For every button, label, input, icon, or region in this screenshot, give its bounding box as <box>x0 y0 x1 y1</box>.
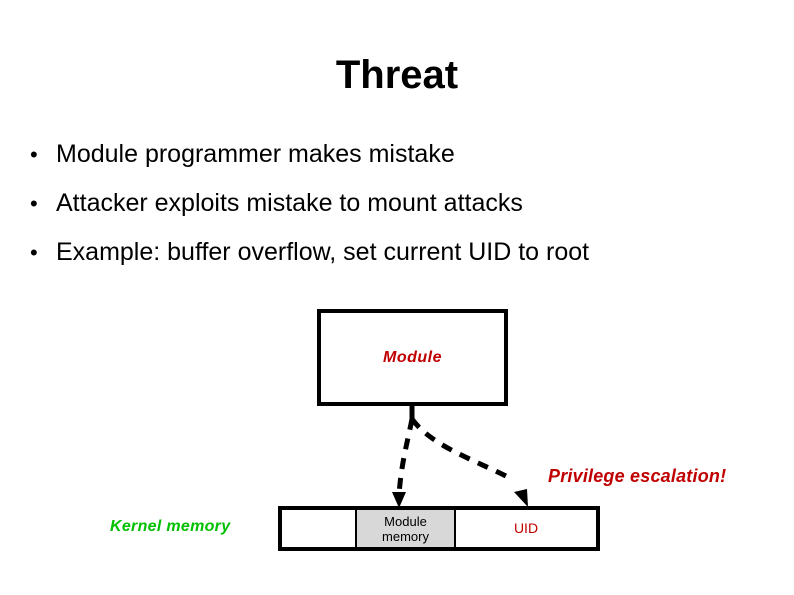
memory-cell-module-memory-label: Module memory <box>382 513 429 544</box>
privilege-escalation-label: Privilege escalation! <box>548 466 727 486</box>
bullet-marker-icon: • <box>30 142 38 167</box>
bullet-item-2: • Attacker exploits mistake to mount att… <box>30 187 770 220</box>
bullet-marker-icon: • <box>30 240 38 265</box>
bullet-list: • Module programmer makes mistake • Atta… <box>30 138 770 285</box>
memory-cell-uid: UID <box>456 510 596 547</box>
page-title: Threat <box>335 53 459 97</box>
arrow-to-uid <box>409 417 512 481</box>
memory-cell-free <box>282 510 357 547</box>
bullet-item-3-label: Example: buffer overflow, set current UI… <box>56 238 590 266</box>
memory-bar: Module memory UID <box>278 506 600 551</box>
bullet-item-1-label: Module programmer makes mistake <box>56 140 455 168</box>
module-box-label: Module <box>383 348 442 366</box>
bullet-item-3: • Example: buffer overflow, set current … <box>30 236 770 269</box>
arrow-to-module-memory <box>396 418 415 499</box>
memory-cell-module-memory: Module memory <box>357 510 456 547</box>
bullet-item-1: • Module programmer makes mistake <box>30 138 770 171</box>
bullet-marker-icon: • <box>30 191 38 216</box>
arrowhead-uid <box>514 489 528 507</box>
module-box: Module <box>317 309 508 406</box>
kernel-memory-label: Kernel memory <box>110 518 231 535</box>
bullet-item-2-label: Attacker exploits mistake to mount attac… <box>56 189 523 217</box>
